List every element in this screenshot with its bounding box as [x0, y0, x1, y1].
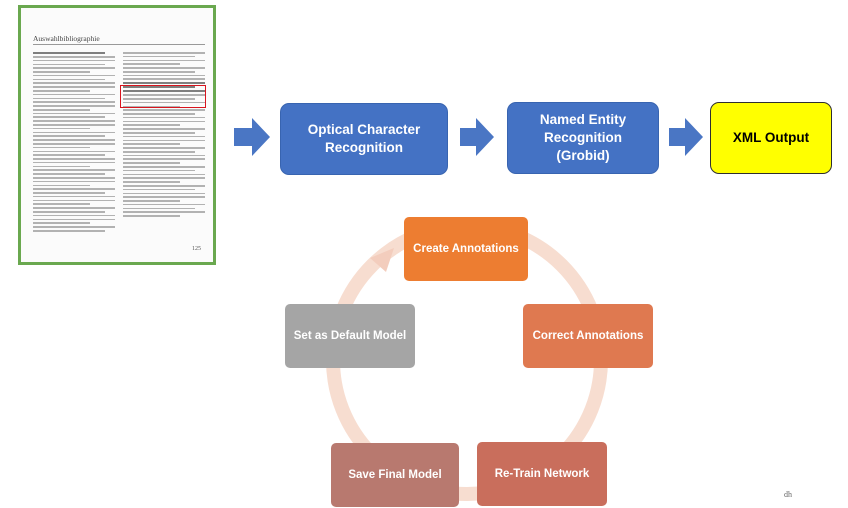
cycle-step-label: Create Annotations — [413, 243, 519, 255]
arrow-ocr-to-ner — [460, 118, 494, 156]
ner-box: Named Entity Recognition (Grobid) — [507, 102, 659, 174]
highlighted-reference-box — [120, 85, 206, 108]
xml-output-box: XML Output — [710, 102, 832, 174]
ocr-box: Optical Character Recognition — [280, 103, 448, 175]
cycle-step-correct-annotations: Correct Annotations — [523, 304, 653, 368]
arrow-doc-to-ocr — [234, 118, 270, 156]
document-page-number: 125 — [192, 246, 201, 252]
document-thumbnail: Auswahlbibliographie 125 — [18, 5, 216, 265]
cycle-step-label: Correct Annotations — [532, 330, 644, 342]
cycle-step-save-final-model: Save Final Model — [331, 443, 459, 507]
cycle-step-retrain-network: Re-Train Network — [477, 442, 607, 506]
cycle-step-set-default-model: Set as Default Model — [285, 304, 415, 368]
cycle-step-label: Re-Train Network — [494, 468, 590, 480]
ner-label-line1: Named Entity — [539, 111, 627, 127]
footer-logo-mark: dh — [784, 490, 792, 499]
document-column-right — [123, 52, 205, 219]
ner-label-line2: Recognition — [544, 129, 622, 145]
cycle-step-label: Save Final Model — [348, 469, 442, 481]
document-column-left — [33, 52, 115, 234]
document-heading: Auswahlbibliographie — [33, 34, 205, 45]
ocr-label-line1: Optical Character — [307, 121, 421, 137]
cycle-ring-arrowhead — [370, 248, 394, 272]
cycle-step-create-annotations: Create Annotations — [404, 217, 528, 281]
ocr-label-line2: Recognition — [324, 140, 403, 155]
arrow-ner-to-xml — [669, 118, 703, 156]
xml-output-label: XML Output — [732, 129, 810, 145]
ner-label-line3: (Grobid) — [556, 148, 610, 164]
cycle-step-label: Set as Default Model — [293, 330, 407, 342]
